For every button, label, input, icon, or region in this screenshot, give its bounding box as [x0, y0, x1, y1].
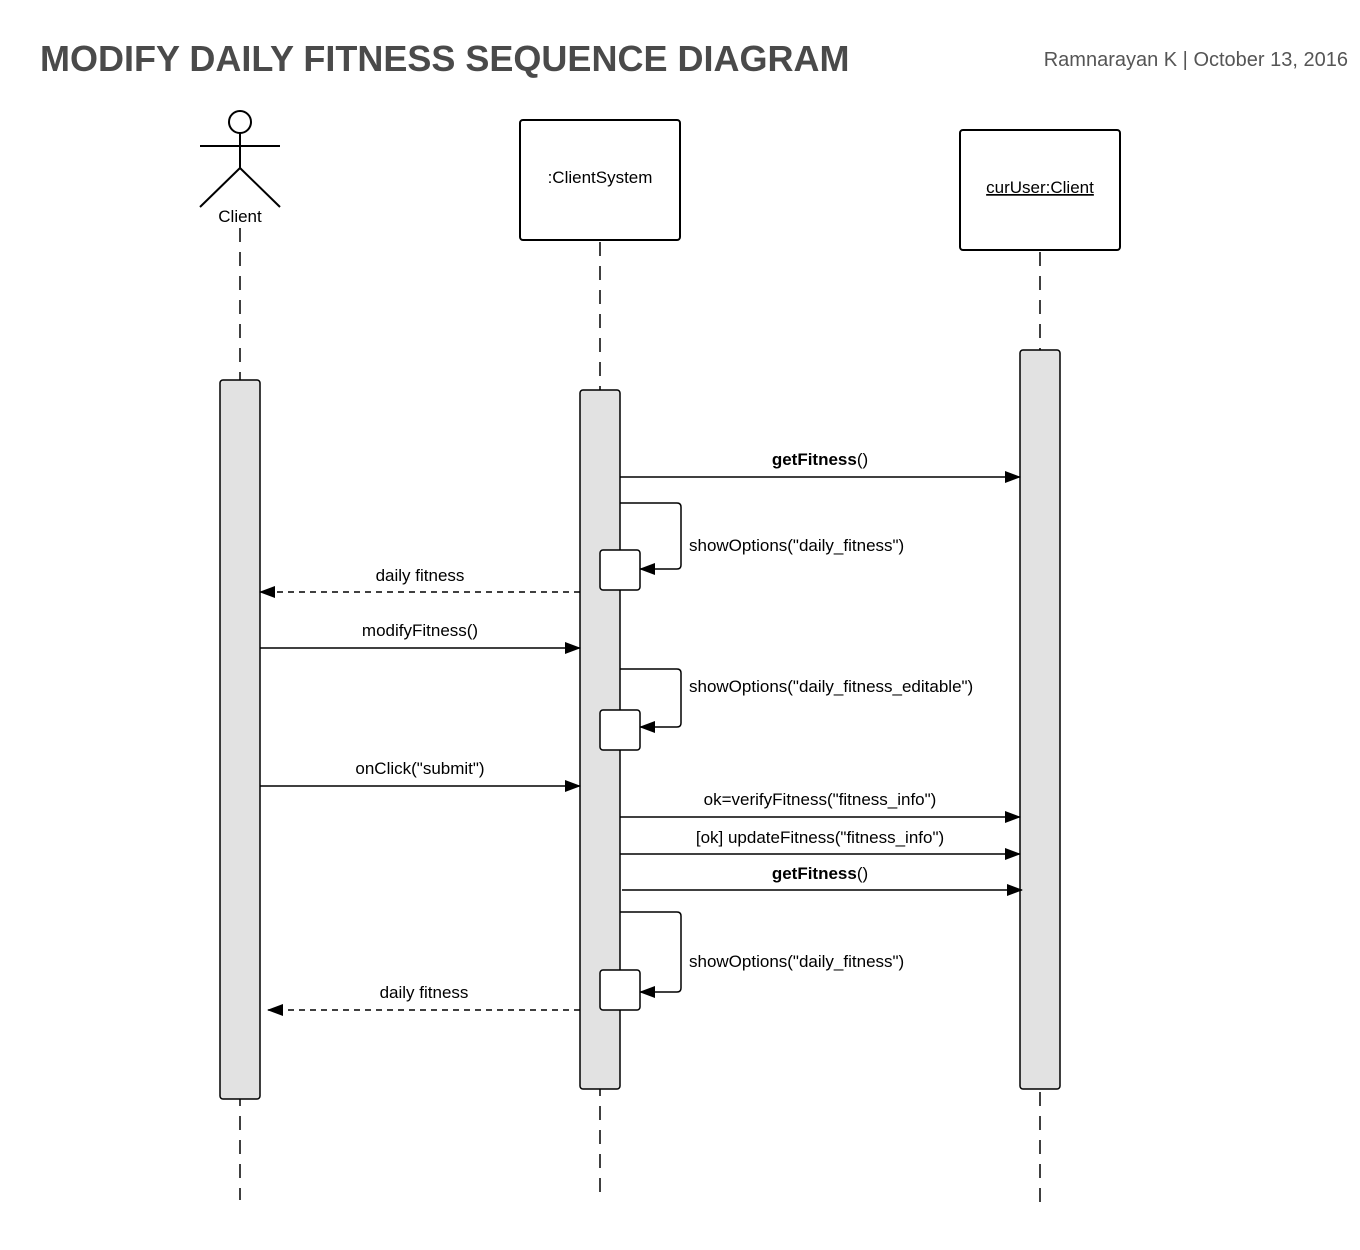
author: Ramnarayan K | — [1043, 49, 1188, 71]
message-label: showOptions("daily_fitness") — [689, 952, 904, 971]
message-label-bold: getFitness — [772, 864, 857, 883]
actor-right-leg — [239, 167, 281, 208]
actor-left-leg — [199, 167, 241, 208]
object-label: curUser:Client — [986, 178, 1094, 197]
message-verifyfitness: ok=verifyFitness("fitness_info") — [620, 790, 1021, 823]
message-self-showoptions-1: showOptions("daily_fitness") — [599, 502, 904, 591]
activation-client — [219, 379, 261, 1100]
message-self-showoptions-3: showOptions("daily_fitness") — [599, 911, 904, 1011]
nested-activation — [599, 709, 641, 751]
message-getfitness-2: getFitness() — [622, 864, 1023, 896]
message-label: getFitness() — [772, 864, 868, 883]
message-label-bold: getFitness — [772, 450, 857, 469]
object-box — [959, 129, 1121, 251]
actor-client: Client — [199, 110, 281, 226]
diagram-meta: Ramnarayan K | October 13, 2016 — [1044, 49, 1348, 72]
message-label: showOptions("daily_fitness") — [689, 536, 904, 555]
date: October 13, 2016 — [1193, 49, 1348, 71]
message-self-showoptions-2: showOptions("daily_fitness_editable") — [599, 668, 973, 751]
object-label: :ClientSystem — [548, 168, 653, 187]
message-label: modifyFitness() — [362, 621, 478, 640]
message-label: onClick("submit") — [355, 759, 484, 778]
message-return-daily-fitness-2: daily fitness — [267, 983, 580, 1016]
nested-activation — [599, 969, 641, 1011]
actor-label: Client — [218, 207, 262, 226]
activation-curuser — [1019, 349, 1061, 1090]
self-message-arrow — [620, 911, 682, 998]
message-label: ok=verifyFitness("fitness_info") — [704, 790, 937, 809]
actor-head — [228, 110, 252, 134]
object-clientsystem: :ClientSystem — [519, 119, 681, 241]
message-label-rest: () — [857, 864, 868, 883]
nested-activation — [599, 549, 641, 591]
message-updatefitness: [ok] updateFitness("fitness_info") — [620, 828, 1021, 860]
self-message-arrow — [620, 668, 682, 733]
message-modifyfitness: modifyFitness() — [260, 621, 581, 654]
message-label: daily fitness — [376, 566, 465, 585]
message-getfitness-1: getFitness() — [620, 450, 1021, 483]
message-onclick-submit: onClick("submit") — [260, 759, 581, 792]
object-curuser: curUser:Client — [959, 129, 1121, 251]
message-label: getFitness() — [772, 450, 868, 469]
object-box — [519, 119, 681, 241]
message-label: showOptions("daily_fitness_editable") — [689, 677, 973, 696]
message-label: daily fitness — [380, 983, 469, 1002]
diagram-title: MODIFY DAILY FITNESS SEQUENCE DIAGRAM — [40, 38, 850, 79]
message-return-daily-fitness-1: daily fitness — [259, 566, 580, 598]
self-message-arrow — [620, 502, 682, 575]
message-label-rest: () — [857, 450, 868, 469]
message-label: [ok] updateFitness("fitness_info") — [696, 828, 944, 847]
